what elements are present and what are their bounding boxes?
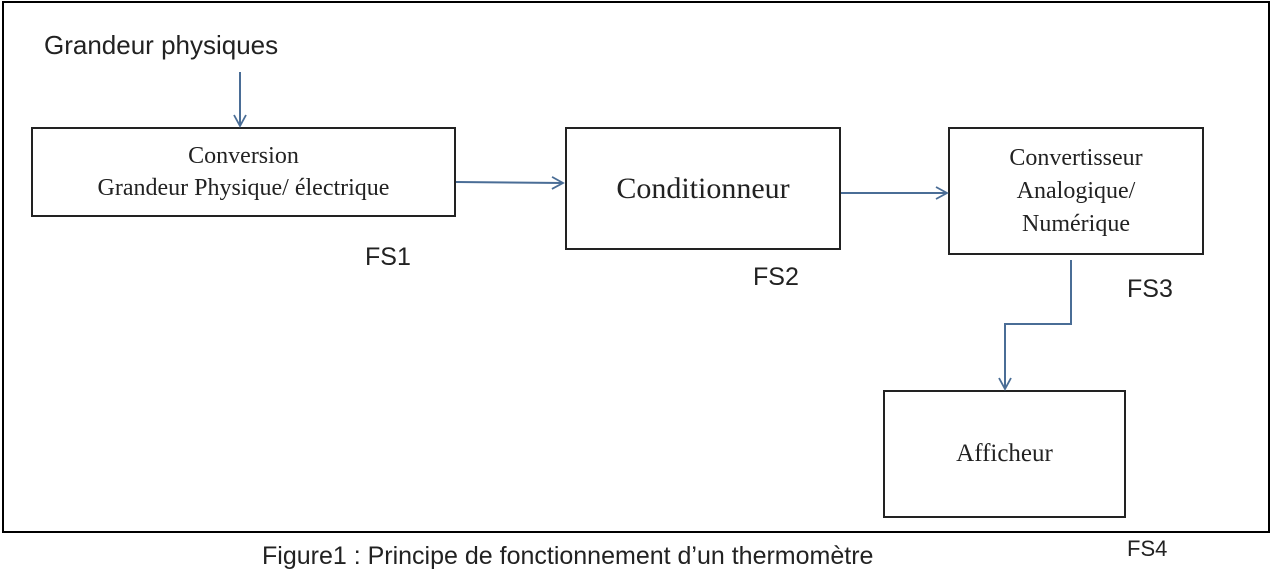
- tag-fs3: FS3: [1127, 275, 1173, 303]
- block-conditionneur: Conditionneur: [565, 127, 841, 250]
- block-convertisseur-line-1: Convertisseur: [1009, 144, 1143, 171]
- input-label: Grandeur physiques: [44, 30, 279, 60]
- block-afficheur-line-1: Afficheur: [956, 440, 1053, 467]
- arrow-convertisseur-to-afficheur: [998, 260, 1072, 391]
- tag-fs4: FS4: [1127, 536, 1168, 561]
- block-afficheur: Afficheur: [883, 390, 1126, 518]
- block-convertisseur: Convertisseur Analogique/ Numérique: [948, 127, 1204, 255]
- tag-fs2: FS2: [753, 263, 799, 291]
- block-conversion-line-1: Conversion: [188, 143, 299, 169]
- arrow-conversion-to-conditionneur: [455, 176, 565, 190]
- block-conversion: Conversion Grandeur Physique/ électrique: [31, 127, 456, 217]
- block-convertisseur-line-3: Numérique: [1022, 210, 1130, 237]
- block-convertisseur-line-2: Analogique/: [1016, 177, 1136, 204]
- tag-fs1: FS1: [365, 243, 411, 271]
- block-conditionneur-line-1: Conditionneur: [616, 171, 790, 205]
- block-conversion-line-2: Grandeur Physique/ électrique: [97, 175, 390, 201]
- diagram-frame: [2, 1, 1270, 533]
